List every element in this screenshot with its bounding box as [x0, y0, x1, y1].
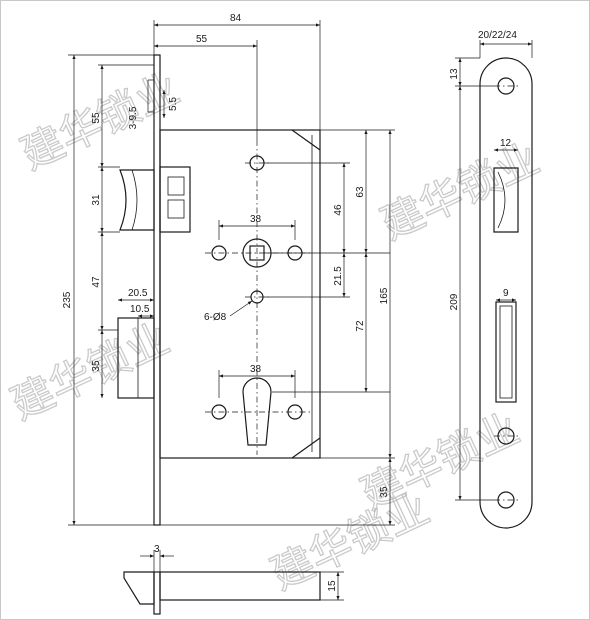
dim-top-to-spindle: 63 — [355, 186, 366, 198]
label-mount-hole: 6-Ø8 — [204, 312, 227, 323]
top-dimensions: 84 55 — [153, 13, 321, 140]
dim-latch-slot-width: 12 — [500, 138, 512, 149]
bottom-front-plate — [153, 571, 161, 615]
latch-slot-curve — [497, 171, 506, 229]
lock-body-front-view — [117, 54, 321, 526]
bottom-latch-profile — [123, 571, 155, 605]
dim-spindle-to-top-hole: 46 — [333, 204, 344, 216]
faceplate-side-view: 20/22/24 13 209 12 9 — [449, 30, 533, 529]
dim-handle-spacing: 38 — [250, 214, 262, 225]
dim-latch-offset-top: 55 — [91, 112, 102, 124]
dim-spindle-to-mount-hole: 21.5 — [333, 266, 344, 286]
dim-faceplate-length: 209 — [449, 293, 460, 310]
latch-bolt-curve — [131, 169, 138, 231]
watermark-text: 建华锁业 — [354, 404, 527, 519]
case-chamfer-bottom — [291, 437, 321, 459]
dim-latch-step: 5.5 — [168, 97, 179, 111]
deadbolt-slot-inner — [499, 305, 513, 399]
dim-deadbolt-width: 20.5 — [128, 288, 148, 299]
watermark-text: 建华锁业 — [4, 314, 177, 429]
dim-plate-width: 20/22/24 — [478, 30, 517, 41]
handle-screw-hole-left — [211, 245, 227, 261]
dim-bolt-slot-width: 9 — [503, 288, 509, 299]
latch-slot — [493, 167, 519, 233]
watermark-group: 建华锁业 建华锁业 建华锁业 建华锁业 建华锁业 — [3, 63, 547, 600]
latch-spring — [167, 176, 185, 196]
deadbolt — [117, 317, 155, 399]
dim-case-to-bottom: 35 — [379, 486, 390, 498]
deadbolt-slot — [495, 301, 517, 403]
dim-latch-to-handle: 47 — [91, 276, 102, 288]
lock-case — [159, 129, 321, 459]
case-chamfer-top — [291, 129, 321, 151]
bottom-view: 3 15 — [123, 544, 344, 615]
bottom-case-edge — [159, 571, 321, 601]
dim-deadbolt-height: 35 — [91, 360, 102, 372]
latch-spring — [167, 199, 185, 219]
cylinder-profile — [242, 377, 272, 446]
dim-bottom-height: 15 — [327, 580, 338, 592]
dim-bottom-thickness: 3 — [154, 544, 160, 555]
dim-backset: 55 — [196, 34, 208, 45]
dim-overall-depth: 84 — [230, 13, 242, 24]
dim-spindle-to-cylinder: 72 — [355, 320, 366, 332]
dim-latch-height: 31 — [91, 194, 102, 206]
dim-case-height: 165 — [379, 287, 390, 304]
front-plate — [153, 54, 161, 526]
left-dimensions: 235 55 31 47 35 5.5 3-9.5 20.5 10.5 — [62, 54, 179, 526]
dim-deadbolt-inner: 10.5 — [130, 304, 150, 315]
dim-cylinder-spacing: 38 — [250, 364, 262, 375]
dim-total-height: 235 — [62, 291, 73, 308]
latch-housing — [159, 166, 191, 233]
faceplate-outline — [479, 57, 533, 529]
cylinder-screw-hole-left — [211, 404, 227, 420]
latch-bolt — [119, 169, 155, 231]
dim-plate-top: 13 — [449, 68, 460, 80]
interior-dimensions: 38 38 46 21.5 63 72 165 35 6-Ø8 — [160, 129, 395, 526]
dim-latch-range: 3-9.5 — [128, 106, 139, 129]
